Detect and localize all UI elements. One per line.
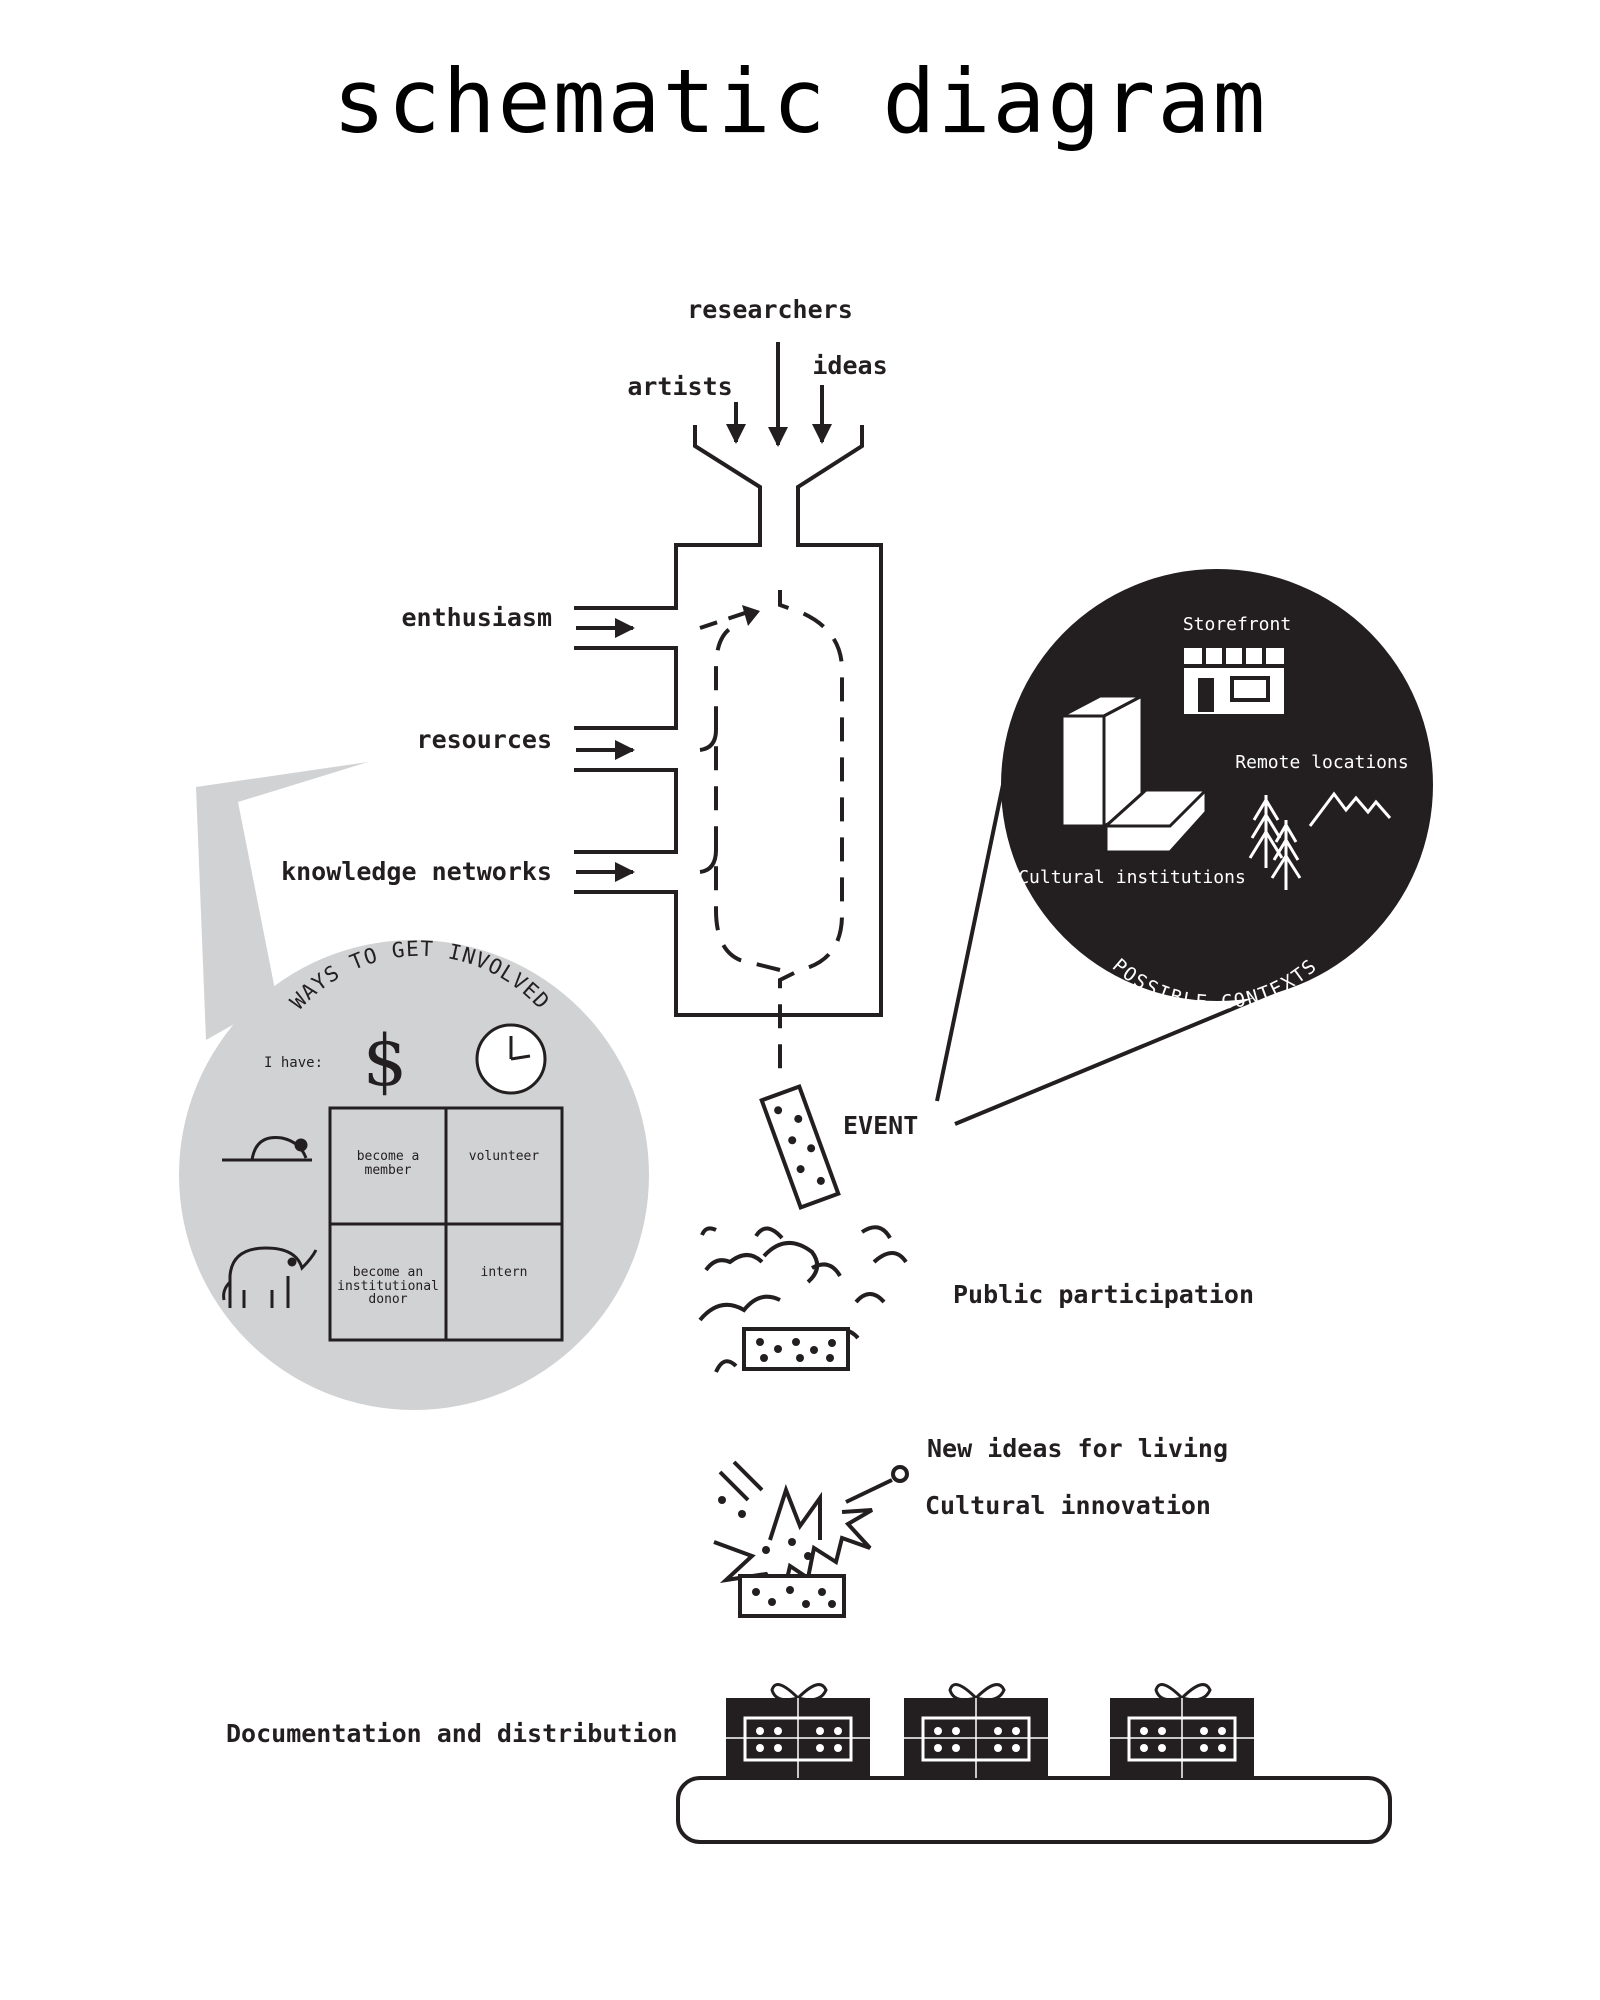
page-title: schematic diagram [333,50,1268,153]
trees-icon [1248,795,1302,890]
label-event: EVENT [843,1111,918,1140]
process-loop-path-left [714,622,781,972]
label-storefront: Storefront [1183,614,1291,635]
involvement-cell-donor[interactable]: become an institutional donor [337,1266,439,1308]
label-knowledge-networks: knowledge networks [281,857,552,886]
explosion-icon [713,1460,909,1618]
machine-outline [574,425,883,1017]
participation-block [742,1327,850,1371]
mouse-icon [222,1135,312,1162]
resources-feed [699,729,718,752]
gift-box-1 [726,1683,870,1778]
event-block [759,1084,841,1210]
label-cultural-innovation: Cultural innovation [925,1491,1211,1520]
knowledge-feed [699,849,718,874]
label-resources: resources [417,725,552,754]
label-cultural-institutions: Cultural institutions [1018,867,1246,888]
context-pointer-left [935,779,1006,1102]
label-documentation: Documentation and distribution [226,1719,678,1748]
label-remote-locations: Remote locations [1235,752,1408,773]
clock-icon [475,1023,547,1095]
label-enthusiasm: enthusiasm [401,603,552,632]
process-loop-path [778,590,844,1080]
involvement-pointer [196,762,368,1040]
storefront-icon [1184,648,1284,714]
label-researchers: researchers [687,295,853,324]
loop-arrowhead [742,605,760,626]
involvement-cell-member[interactable]: become a member [356,1150,420,1178]
gift-box-2 [904,1683,1048,1778]
elephant-icon [222,1246,318,1308]
label-new-ideas: New ideas for living [927,1434,1228,1463]
label-public-participation: Public participation [953,1280,1254,1309]
gift-box-3 [1110,1683,1254,1778]
involvement-cell-volunteer[interactable]: volunteer [468,1150,540,1164]
mountains-icon [1308,791,1392,827]
conveyor-belt [676,1776,1392,1844]
dollar-icon: $ [363,1020,408,1102]
label-artists: artists [627,372,732,401]
contexts-bubble [1001,569,1433,1001]
label-ideas: ideas [812,351,887,380]
involvement-grid [328,1106,564,1342]
involvement-cell-intern[interactable]: intern [480,1266,528,1280]
cultural-institutions-icon [1060,693,1210,854]
label-i-have: I have: [264,1055,323,1071]
enthusiasm-feed [699,610,749,630]
context-pointer-right [954,983,1291,1126]
